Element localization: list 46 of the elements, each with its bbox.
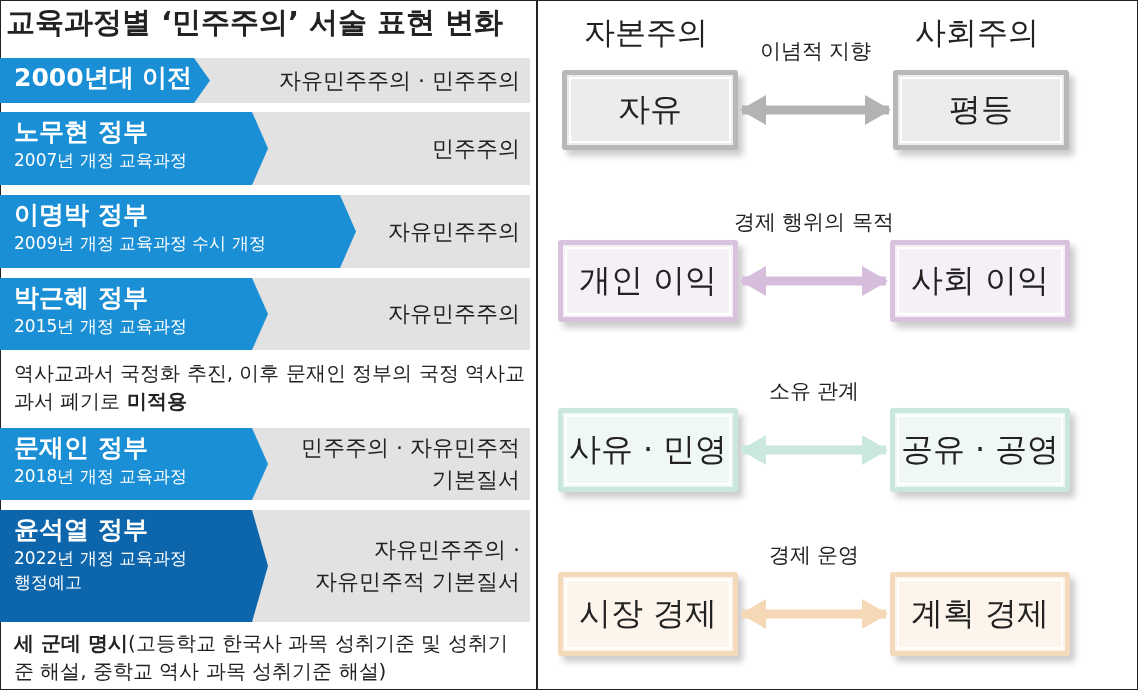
expression-text: 민주주의 bbox=[432, 134, 520, 163]
concept-box: 평등 bbox=[893, 70, 1069, 150]
expression-text: 민주주의 · 자유민주적 기본질서 bbox=[300, 434, 520, 494]
double-arrow bbox=[740, 95, 891, 125]
concept-box: 사회 이익 bbox=[890, 240, 1070, 322]
period-heading: 박근혜 정부 bbox=[14, 282, 149, 314]
period-heading: 2000년대 이전 bbox=[14, 62, 194, 94]
value-band bbox=[268, 112, 530, 185]
chevron-banner bbox=[0, 278, 268, 350]
chevron-banner bbox=[0, 428, 268, 500]
value-band bbox=[268, 428, 530, 500]
expression-text: 자유민주주의 bbox=[388, 217, 520, 246]
concept-box: 계획 경제 bbox=[890, 572, 1070, 656]
concept-box: 자유 bbox=[562, 70, 738, 150]
period-heading: 윤석열 정부 bbox=[14, 514, 149, 546]
concept-box: 개인 이익 bbox=[558, 240, 738, 322]
double-arrow bbox=[740, 599, 888, 629]
expression-text: 자유민주주의 · 자유민주적 기본질서 bbox=[314, 536, 520, 596]
value-band bbox=[356, 195, 530, 268]
period-heading: 노무현 정부 bbox=[14, 116, 149, 148]
value-band bbox=[268, 510, 530, 622]
curriculum-text: 2007년 개정 교육과정 bbox=[14, 149, 189, 172]
chevron-banner bbox=[0, 510, 268, 622]
period-heading: 문재인 정부 bbox=[14, 432, 149, 464]
column-heading: 자본주의 bbox=[584, 13, 708, 52]
value-band bbox=[210, 58, 530, 103]
concept-box: 시장 경제 bbox=[558, 572, 738, 656]
column-heading: 사회주의 bbox=[915, 13, 1039, 52]
chevron-banner bbox=[0, 195, 356, 268]
chevron-banner bbox=[0, 112, 268, 185]
curriculum-text: 2018년 개정 교육과정 bbox=[14, 465, 189, 488]
double-arrow bbox=[740, 435, 888, 465]
expression-text: 자유민주주의 bbox=[388, 300, 520, 328]
concept-box: 공유 · 공영 bbox=[890, 408, 1070, 492]
curriculum-text: 2009년 개정 교육과정 수시 개정 bbox=[14, 232, 267, 255]
title-heading: 교육과정별 ‘민주주의’ 서술 표현 변화 bbox=[6, 4, 504, 41]
period-heading: 이명박 정부 bbox=[14, 199, 149, 231]
chevron-banner bbox=[0, 58, 210, 103]
value-band bbox=[268, 278, 530, 350]
expression-text: 자유민주주의 · 민주주의 bbox=[279, 66, 520, 95]
curriculum-text: 2022년 개정 교육과정 행정예고 bbox=[14, 547, 189, 594]
concept-box: 사유 · 민영 bbox=[558, 408, 738, 492]
note-text: 세 군데 명시(고등학교 한국사 과목 성취기준 및 성취기준 해설, 중학교 역사 과목 성취기준 해설) bbox=[12, 630, 509, 685]
double-arrow bbox=[740, 266, 888, 296]
curriculum-text: 2015년 개정 교육과정 bbox=[14, 315, 189, 338]
note-text: 역사교과서 국정화 추진, 이후 문재인 정부의 국정 역사교과서 폐기로 미적용 bbox=[13, 360, 525, 415]
